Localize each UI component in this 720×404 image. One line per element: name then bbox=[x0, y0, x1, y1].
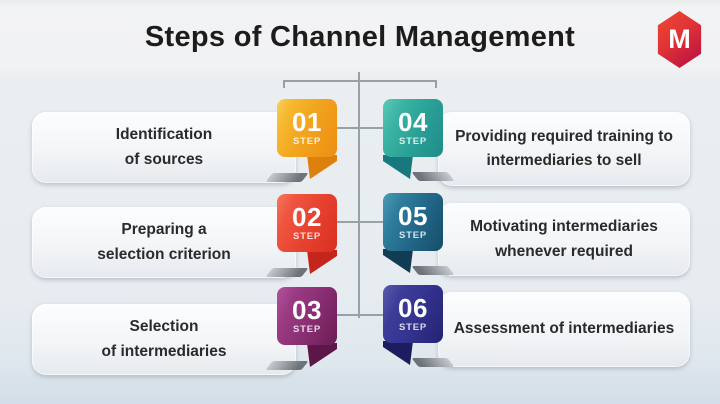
step6-number-badge: 06 STEP bbox=[383, 285, 443, 367]
brand-hexagon-logo: M bbox=[657, 11, 702, 68]
step2-number: 02 bbox=[292, 202, 322, 232]
step5-label-card: Motivating intermediaries whenever requi… bbox=[438, 203, 690, 276]
step2-badge-tail-ribbon bbox=[307, 250, 337, 274]
step1-number: 01 bbox=[292, 107, 322, 137]
step2-step-word: STEP bbox=[292, 231, 321, 242]
row1-connector-line bbox=[330, 127, 390, 129]
page-title: Steps of Channel Management bbox=[144, 21, 576, 53]
step5-label-line2: whenever required bbox=[495, 242, 633, 260]
step3-label-line2: of intermediaries bbox=[101, 342, 227, 360]
step5-step-word: STEP bbox=[398, 230, 427, 241]
step4-label-card: Providing required training to intermedi… bbox=[438, 112, 690, 186]
step4-badge-body: 04 STEP bbox=[383, 99, 443, 157]
step4-number: 04 bbox=[398, 107, 428, 137]
row2-connector-line bbox=[330, 221, 390, 223]
step1-number-badge: 01 STEP bbox=[277, 99, 337, 181]
step3-number: 03 bbox=[292, 295, 322, 325]
step3-number-badge: 03 STEP bbox=[277, 287, 337, 369]
step6-badge-body: 06 STEP bbox=[383, 285, 443, 343]
step6-step-word: STEP bbox=[398, 322, 427, 333]
step1-badge-tail-ribbon bbox=[307, 155, 337, 179]
step2-number-badge: 02 STEP bbox=[277, 194, 337, 276]
step4-badge-tail-ribbon bbox=[383, 155, 413, 179]
step6-label-line1: Assessment of intermediaries bbox=[453, 320, 675, 338]
step6-label-card: Assessment of intermediaries bbox=[438, 292, 690, 367]
step5-badge-body: 05 STEP bbox=[383, 193, 443, 251]
top-bracket-line bbox=[283, 80, 437, 82]
step1-badge-body: 01 STEP bbox=[277, 99, 337, 157]
center-spine-line bbox=[358, 72, 360, 318]
step3-step-word: STEP bbox=[292, 324, 321, 335]
step4-label-line1: Providing required training to bbox=[455, 127, 673, 145]
step1-step-word: STEP bbox=[292, 136, 321, 147]
step3-badge-tail-ribbon bbox=[307, 343, 337, 367]
step2-label-line2: selection criterion bbox=[97, 245, 231, 263]
step3-badge-body: 03 STEP bbox=[277, 287, 337, 345]
step2-label-card: Preparing a selection criterion bbox=[32, 207, 296, 278]
step3-label-card: Selection of intermediaries bbox=[32, 304, 296, 375]
step5-badge-tail-ribbon bbox=[383, 249, 413, 273]
step5-label-line1: Motivating intermediaries bbox=[470, 218, 658, 236]
row3-connector-line bbox=[330, 314, 390, 316]
step1-label-line2: of sources bbox=[124, 150, 204, 168]
brand-logo-letter: M bbox=[668, 24, 691, 54]
top-bracket-tick-right bbox=[435, 80, 437, 88]
step4-number-badge: 04 STEP bbox=[383, 99, 443, 181]
step2-badge-body: 02 STEP bbox=[277, 194, 337, 252]
top-bracket-tick-left bbox=[283, 80, 285, 88]
step1-label-card: Identification of sources bbox=[32, 112, 296, 183]
step5-number: 05 bbox=[398, 201, 428, 231]
step5-number-badge: 05 STEP bbox=[383, 193, 443, 275]
step2-label-line1: Preparing a bbox=[121, 221, 207, 239]
step1-label-line1: Identification bbox=[115, 126, 213, 144]
step6-number: 06 bbox=[398, 293, 428, 323]
step3-label-line1: Selection bbox=[129, 318, 199, 336]
step6-badge-tail-ribbon bbox=[383, 341, 413, 365]
step4-step-word: STEP bbox=[398, 136, 427, 147]
step4-label-line2: intermediaries to sell bbox=[486, 152, 642, 169]
